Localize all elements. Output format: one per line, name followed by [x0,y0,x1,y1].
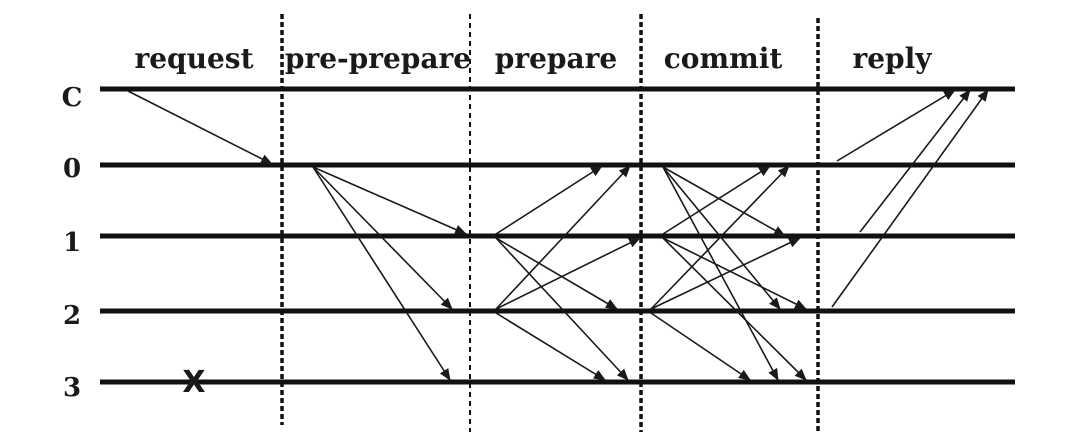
node-label-replica-0: 0 [63,154,81,184]
messages-pre-prepare [312,166,467,381]
msg-commit-0-1 [662,166,786,237]
msg-commit-0-3 [662,166,779,381]
msg-commit-0-2 [662,166,781,310]
msg-commit-1-2 [662,237,807,310]
msg-pre-prepare-0-1 [312,166,467,235]
msg-commit-2-3 [650,312,751,381]
msg-prepare-2-3 [495,312,606,381]
messages-request [127,90,273,165]
phase-label-reply: reply [852,42,932,75]
msg-prepare-2-1 [495,237,641,310]
faulty-replica-marker: X [182,365,205,400]
msg-commit-2-0 [650,165,790,310]
msg-reply-2-c [831,89,989,308]
messages-reply [831,89,989,308]
phase-label-prepare: prepare [495,42,617,75]
msg-pre-prepare-0-2 [312,166,453,310]
msg-pre-prepare-0-3 [312,166,451,381]
node-label-replica-3: 3 [63,373,81,403]
msg-prepare-1-2 [495,237,618,310]
phase-label-request: request [134,42,253,75]
msg-reply-1-c [859,89,971,233]
msg-prepare-1-0 [495,165,603,235]
msg-request-c-0 [127,90,273,165]
messages-prepare [495,165,641,381]
msg-reply-0-c [836,89,956,162]
node-label-client: C [62,83,83,113]
msg-commit-1-0 [662,165,771,235]
msg-commit-1-3 [662,237,807,381]
msg-prepare-2-0 [495,165,631,310]
node-label-replica-2: 2 [63,301,81,331]
msg-commit-2-1 [650,237,801,310]
phase-label-pre-prepare: pre-prepare [285,42,471,75]
phase-label-commit: commit [664,42,783,75]
messages-commit [650,165,807,381]
node-label-replica-1: 1 [63,228,81,258]
msg-prepare-1-3 [495,237,629,381]
